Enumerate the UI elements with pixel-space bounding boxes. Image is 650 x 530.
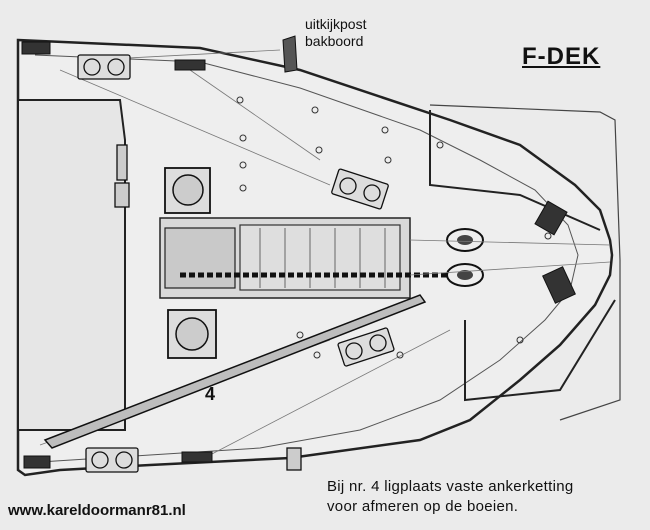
fairleads <box>21 41 576 469</box>
website-watermark: www.kareldoormanr81.nl <box>8 502 186 519</box>
lookout-label-line2: bakboord <box>305 33 364 49</box>
note-line1: Bij nr. 4 ligplaats vaste ankerketting <box>327 478 574 495</box>
item-number-label: 4 <box>205 384 216 404</box>
hawse-pipe-upper-inner <box>457 235 473 245</box>
capstan-upper-drum <box>172 174 204 206</box>
capstan-lower-drum <box>175 317 209 351</box>
lookout-post <box>282 35 298 73</box>
deck-fittings <box>236 96 552 359</box>
bollard-pair-2 <box>331 168 389 210</box>
bollard-pair-1 <box>77 54 131 80</box>
hawse-pipe-lower-inner <box>457 270 473 280</box>
bow-frame-line <box>429 104 621 421</box>
lookout-label: uitkijkpost bakboord <box>305 16 366 50</box>
lookout-label-line1: uitkijkpost <box>305 16 367 32</box>
bollard-pair-3 <box>337 327 395 367</box>
ladders <box>114 144 302 471</box>
superstructure-block <box>17 99 126 431</box>
chain-drum <box>239 224 401 291</box>
windlass-gear <box>164 227 236 289</box>
note-line2: voor afmeren op de boeien. <box>327 498 519 515</box>
deck-edge-line <box>34 54 579 463</box>
bollard-pair-4 <box>85 447 139 473</box>
deck-title: F-DEK <box>522 43 601 70</box>
chain-stopper-bar <box>43 294 427 449</box>
note-caption: Bij nr. 4 ligplaats vaste ankerketting v… <box>327 477 574 517</box>
forecastle-break-lower <box>464 299 616 402</box>
drum-ribs <box>259 228 386 288</box>
